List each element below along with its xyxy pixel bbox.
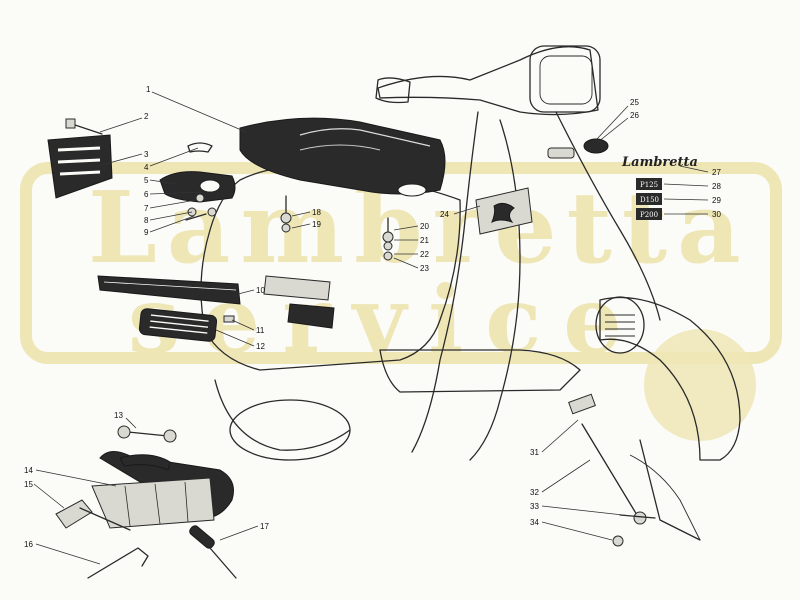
callout-1: 1 <box>146 85 151 94</box>
callout-16: 16 <box>24 540 33 549</box>
horn-grille-outline <box>595 296 645 354</box>
box-spanner <box>55 499 131 531</box>
badge-d150-plate <box>636 193 662 205</box>
callout-21: 21 <box>420 236 429 245</box>
callout-20: 20 <box>420 222 429 231</box>
callout-32: 32 <box>530 488 539 497</box>
callout-10: 10 <box>256 286 265 295</box>
callout-4: 4 <box>144 163 149 172</box>
leg-shield-emblem <box>475 187 533 235</box>
callout-27: 27 <box>712 168 721 177</box>
badge-p200-plate <box>636 208 662 220</box>
callout-30: 30 <box>712 210 721 219</box>
callout-28: 28 <box>712 182 721 191</box>
callout-24: 24 <box>440 210 449 219</box>
leader-lines <box>33 91 709 565</box>
allen-key <box>87 547 149 579</box>
plate-holder <box>263 275 335 329</box>
watermark-roundel <box>644 329 756 441</box>
scooter-outline <box>200 45 741 541</box>
watermark: Lambretta service <box>20 162 782 441</box>
side-trim-strip <box>97 275 241 305</box>
badge-p125: P125 <box>640 181 658 189</box>
badge-p125-plate <box>636 178 662 190</box>
callout-19: 19 <box>312 220 321 229</box>
callout-17: 17 <box>260 522 269 531</box>
tool-roll <box>91 451 234 529</box>
seat-hinge-hardware <box>159 142 236 221</box>
callout-23: 23 <box>420 264 429 273</box>
rear-carrier-plate <box>47 134 113 199</box>
callout-12: 12 <box>256 342 265 351</box>
callout-15: 15 <box>24 480 33 489</box>
callout-11: 11 <box>256 326 265 335</box>
spanner <box>117 425 177 443</box>
badge-d150: D150 <box>640 196 659 204</box>
horn-cover-badge <box>547 138 609 159</box>
headlight-outline <box>529 45 601 113</box>
callout-14: 14 <box>24 466 33 475</box>
callout-26: 26 <box>630 111 639 120</box>
callout-5: 5 <box>144 176 149 185</box>
fork-stand-hardware <box>568 393 656 547</box>
lambretta-script-badge: Lambretta <box>621 155 698 170</box>
callout-29: 29 <box>712 196 721 205</box>
callout-18: 18 <box>312 208 321 217</box>
side-grille <box>138 308 235 342</box>
callout-31: 31 <box>530 448 539 457</box>
callout-labels: 1 2 3 4 5 6 7 8 9 10 11 12 13 14 15 16 1… <box>24 85 721 549</box>
fixing-bolts <box>280 195 394 261</box>
callout-22: 22 <box>420 250 429 259</box>
seat <box>239 117 446 197</box>
callout-7: 7 <box>144 204 149 213</box>
bolt-part-2 <box>65 118 103 135</box>
model-badges: Lambretta P125 D150 P200 <box>621 155 698 220</box>
callout-33: 33 <box>530 502 539 511</box>
callout-13: 13 <box>114 411 123 420</box>
callout-2: 2 <box>144 112 149 121</box>
callout-6: 6 <box>144 190 149 199</box>
callout-34: 34 <box>530 518 539 527</box>
badge-p200: P200 <box>640 211 658 219</box>
screwdriver <box>189 525 237 579</box>
callout-25: 25 <box>630 98 639 107</box>
callout-9: 9 <box>144 228 149 237</box>
callout-8: 8 <box>144 216 149 225</box>
callout-3: 3 <box>144 150 149 159</box>
